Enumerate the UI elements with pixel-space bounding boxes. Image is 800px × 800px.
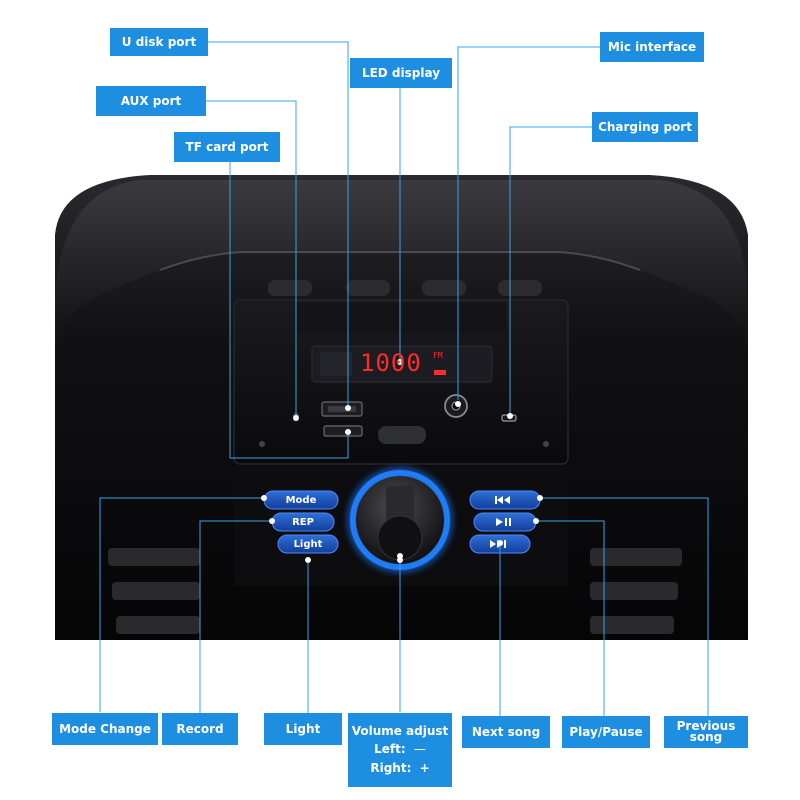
volume-right-line: Right: + [370, 760, 430, 775]
play-pause-icon [496, 518, 511, 526]
mode-button-label: Mode [285, 494, 317, 506]
callout-play-pause: Play/Pause [562, 716, 650, 748]
volume-adjust-title: Volume adjust [351, 723, 449, 738]
light-button[interactable] [277, 534, 339, 554]
callout-mode-change: Mode Change [52, 713, 158, 745]
led-band: FM [433, 351, 443, 360]
previous-song-line2: song [689, 730, 723, 744]
rep-button-label: REP [292, 516, 314, 528]
callout-u-disk-port: U disk port [110, 28, 208, 56]
callout-led-display: LED display [350, 58, 452, 88]
volume-right-label: Right: [370, 760, 412, 775]
right-vent [590, 548, 682, 634]
volume-left-symbol: — [413, 742, 426, 757]
volume-left-label: Left: [374, 742, 406, 757]
left-vent [108, 548, 200, 634]
callout-volume-adjust: Volume adjust Left: — Right: + [348, 713, 452, 787]
callout-next-song: Next song [462, 716, 550, 748]
callout-light: Light [264, 713, 342, 745]
callout-previous-song: Previous song [664, 716, 748, 748]
callout-record: Record [162, 713, 238, 745]
callout-tf-card-port: TF card port [174, 132, 280, 162]
aux-port [323, 425, 363, 437]
leader-dots [261, 359, 543, 563]
led-indicator [434, 370, 446, 375]
callout-aux-port: AUX port [96, 86, 206, 116]
volume-left-line: Left: — [374, 742, 426, 757]
led-digits: 1000 [360, 349, 422, 377]
callout-mic-interface: Mic interface [600, 32, 704, 62]
leader-lines [99, 41, 709, 716]
panel-switch [378, 426, 426, 444]
speaker-handle [55, 180, 748, 355]
previous-song-line1: Previous [676, 718, 736, 733]
callout-charging-port: Charging port [592, 112, 698, 142]
previous-track-icon [495, 496, 510, 504]
top-nubs [268, 280, 542, 296]
volume-right-symbol: + [419, 760, 430, 775]
light-button-label: Light [293, 538, 323, 550]
